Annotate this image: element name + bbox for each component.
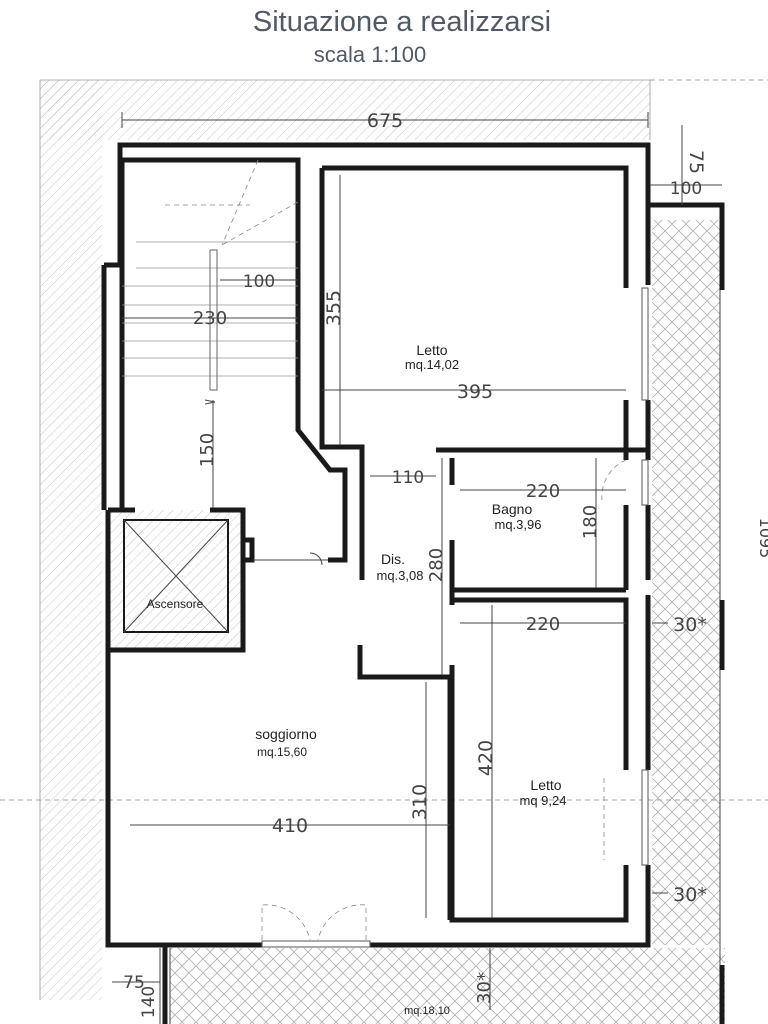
- dim-bottom-140: 140: [139, 986, 159, 1018]
- dim-balcony-30-b: 30*: [673, 884, 707, 906]
- room-area-soggiorno: mq.15,60: [257, 745, 307, 759]
- room-area-letto: mq.14,02: [405, 357, 459, 372]
- dim-letto-height: 355: [323, 290, 345, 326]
- windows: [261, 287, 649, 948]
- dim-balcony-100: 100: [670, 179, 702, 199]
- room-area-dis: mq.3,08: [377, 568, 424, 583]
- dimension-labels: 675 75 100 100 230 355 395 150 110 220 1…: [123, 110, 768, 1018]
- staircase: [122, 159, 299, 405]
- dim-bottom-30: 30*: [474, 972, 495, 1004]
- dim-bagno-height: 180: [580, 505, 601, 539]
- room-name-dis: Dis.: [381, 551, 405, 567]
- dim-bottom-75: 75: [123, 973, 145, 993]
- room-name-letto: Letto: [416, 342, 447, 358]
- room-name-ascensore: Ascensore: [147, 597, 204, 611]
- surrounding-hatch: [39, 79, 651, 1000]
- dim-stair-100: 100: [243, 272, 275, 292]
- dim-75-top: 75: [685, 150, 707, 174]
- dim-letto-width: 395: [457, 381, 493, 403]
- dim-right-edge: 1095: [756, 518, 768, 559]
- room-name-bagno: Bagno: [492, 501, 533, 517]
- dim-dis-110: 110: [392, 468, 424, 488]
- dim-overall-width: 675: [367, 110, 403, 132]
- dim-stair-150: 150: [197, 433, 218, 467]
- drawing-scale: scala 1:100: [314, 42, 427, 67]
- interior-walls: [105, 157, 648, 923]
- elevator-shaft-symbol: [123, 519, 229, 633]
- elevator-hatch: [108, 510, 243, 650]
- terrace-area: mq.18,10: [404, 1005, 450, 1017]
- dimension-lines: [112, 112, 722, 1024]
- dim-soggiorno-width: 410: [272, 815, 308, 837]
- dim-stair-230: 230: [193, 308, 227, 329]
- dim-soggiorno-310: 310: [409, 784, 431, 820]
- drawing-title: Situazione a realizzarsi: [253, 6, 551, 38]
- balcony-crosshatch: [169, 220, 725, 1024]
- room-labels: Letto mq.14,02 Bagno mq.3,96 Dis. mq.3,0…: [147, 342, 567, 1017]
- room-area-letto-2: mq 9,24: [520, 793, 567, 808]
- dim-letto2-width: 220: [526, 614, 560, 635]
- dim-letto2-height: 420: [475, 740, 497, 776]
- dim-dis-280: 280: [426, 548, 447, 582]
- room-name-letto-2: Letto: [530, 777, 561, 793]
- dim-balcony-30-a: 30*: [673, 614, 707, 636]
- room-name-soggiorno: soggiorno: [255, 726, 317, 742]
- door-swings: [253, 459, 627, 941]
- room-area-bagno: mq.3,96: [495, 517, 542, 532]
- dim-bagno-width: 220: [526, 481, 560, 502]
